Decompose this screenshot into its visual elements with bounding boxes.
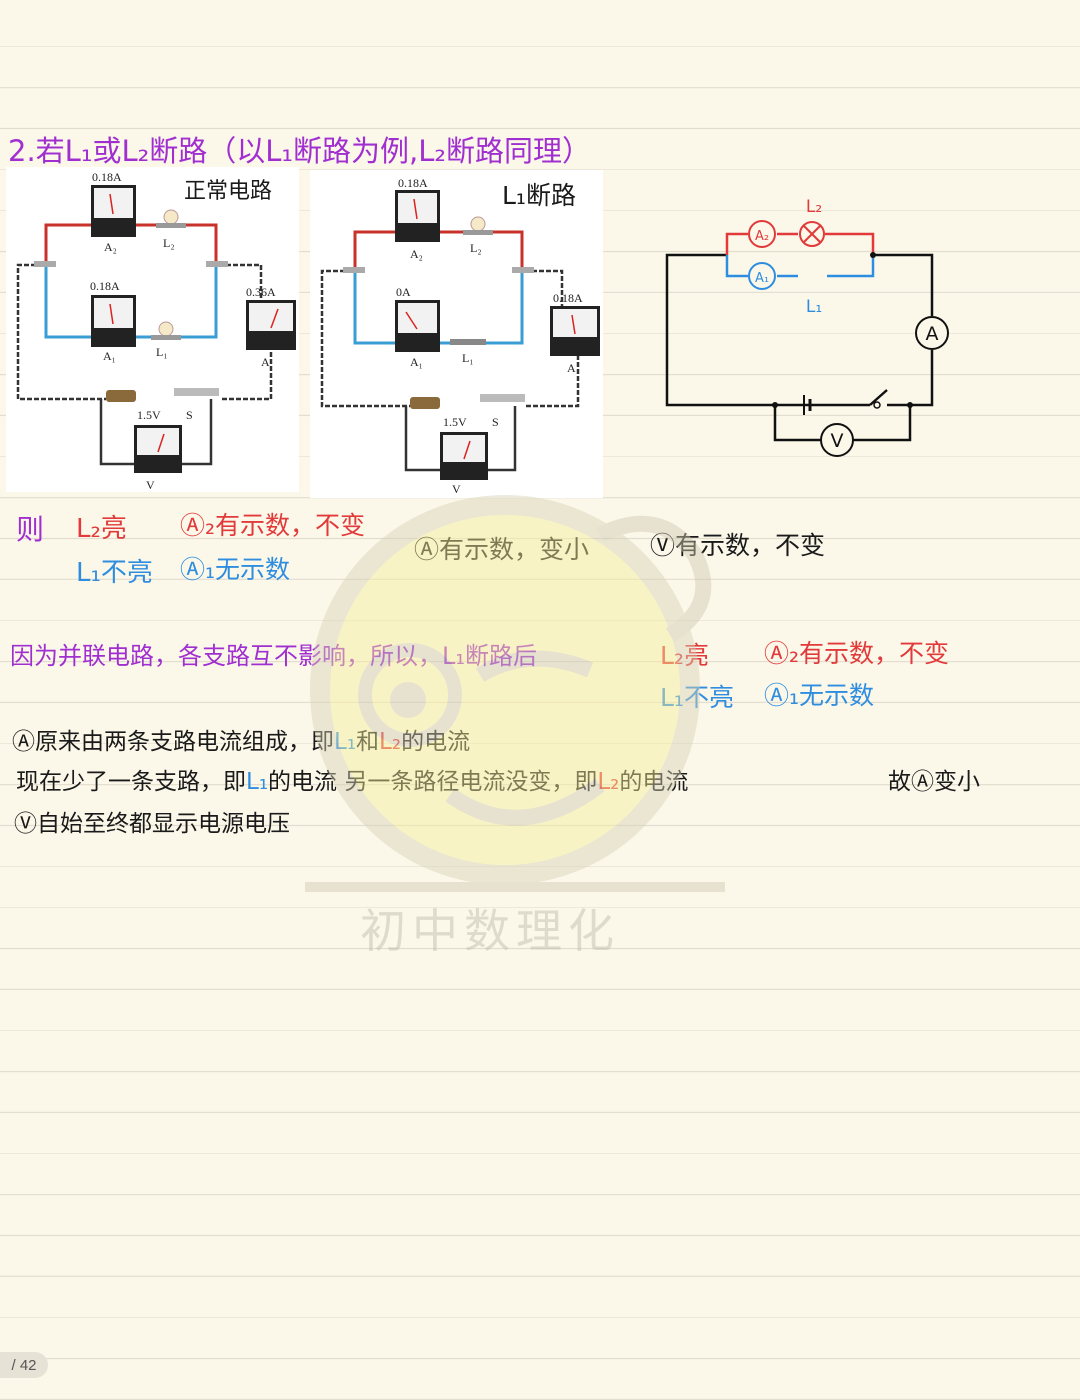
reason-text: 因为并联电路，各支路互不影响，所以，L₁断路后 — [10, 642, 537, 670]
voltmeter-v — [440, 432, 488, 480]
ammeter-a2 — [91, 185, 136, 237]
normal-circuit-title: 正常电路 — [184, 179, 273, 204]
page-counter: / 42 — [0, 1352, 48, 1378]
a-reading: 0.18A — [553, 291, 583, 305]
a-label: A — [567, 361, 576, 375]
ammeter-a2-label: A₂ — [755, 229, 769, 244]
explain-line-2-c: 的电流 — [619, 769, 688, 795]
explain-line-1: Ⓐ原来由两条支路电流组成，即L₁和L₂的电流 — [12, 722, 470, 756]
lamp-l1-label: L₁ — [806, 297, 822, 317]
explain-line-2: 现在少了一条支路，即L₁的电流 另一条路径电流没变，即L₂的电流 — [16, 762, 688, 796]
section-heading: 2.若L₁或L₂断路（以L₁断路为例,L₂断路同理） — [8, 134, 592, 168]
battery-icon — [106, 390, 136, 402]
s-label: S — [492, 415, 499, 429]
ammeter-a-symbol — [915, 316, 949, 350]
ammeter-a1 — [395, 300, 440, 352]
lamp-l2-label: L₂ — [806, 197, 822, 217]
ammeter-a1-label: A₁ — [755, 271, 769, 286]
v-label: V — [452, 482, 461, 496]
explain-line-2-conclusion: 故Ⓐ变小 — [888, 769, 980, 795]
bulb-l2-icon — [163, 209, 179, 225]
a2-label: A₂ — [410, 247, 423, 261]
ammeter-a2 — [395, 190, 440, 242]
result-l1-dark: L₁不亮 — [76, 558, 153, 588]
ammeter-a — [550, 306, 600, 356]
result-a2-reads: Ⓐ₂有示数，不变 — [180, 511, 366, 540]
a1-label: A₁ — [103, 349, 116, 363]
battery-icon — [410, 397, 440, 409]
switch-icon — [174, 388, 219, 396]
l1-open-circuit-diagram: 0.18A A₂ L₂ 0A A₁ L₁ 0.18A A 1.5V S V — [320, 176, 600, 496]
bulb-l1-icon — [158, 321, 174, 337]
a-reading: 0.36A — [246, 285, 276, 299]
explain-line-1-and: 和 — [356, 729, 379, 755]
result-a-smaller: Ⓐ有示数，变小 — [414, 530, 589, 566]
result-v-same: Ⓥ有示数，不变 — [650, 531, 826, 560]
explain-line-2-l2: L₂ — [597, 769, 619, 795]
result-ze: 则 — [16, 513, 45, 546]
v-label: V — [146, 478, 155, 492]
l2-label: L₂ — [470, 241, 482, 255]
a-label: A — [261, 355, 270, 369]
l1-label: L₁ — [156, 345, 168, 359]
explain-line-2-a: 现在少了一条支路，即 — [16, 769, 246, 795]
s-label: S — [186, 408, 193, 422]
a2-reading: 0.18A — [92, 170, 122, 184]
v-reading: 1.5V — [443, 415, 467, 429]
a1-label: A₁ — [410, 355, 423, 369]
ammeter-a2-symbol — [748, 220, 776, 248]
ammeter-a — [246, 300, 296, 350]
normal-circuit-diagram: 0.18A A₂ L₂ 0.18A A₁ L₁ 0.36A A 1.5V S V — [16, 170, 296, 492]
bulb-l1-socket-icon — [450, 339, 486, 345]
explain-line-1-end: 的电流 — [401, 729, 470, 755]
photo-l1-open-circuit: 0.18A A₂ L₂ 0A A₁ L₁ 0.18A A 1.5V S V L₁… — [310, 170, 603, 498]
watermark-logo: 初中数理化 — [300, 495, 740, 975]
photo-normal-circuit: 0.18A A₂ L₂ 0.18A A₁ L₁ 0.36A A 1.5V S V… — [6, 167, 299, 492]
a1-reading: 0.18A — [90, 279, 120, 293]
circuit-schematic: V A A₂ L₂ A₁ L₁ — [665, 197, 949, 457]
l1-label: L₁ — [462, 351, 474, 365]
voltmeter-v — [134, 425, 182, 473]
explain-line-1-l1: L₁ — [334, 729, 356, 755]
reason-l1-dark: L₁不亮 — [660, 678, 734, 714]
reason-a1-none: Ⓐ₁无示数 — [764, 681, 875, 710]
voltmeter-symbol — [820, 423, 854, 457]
switch-icon — [869, 389, 888, 406]
l1-open-title: L₁断路 — [502, 181, 576, 210]
a2-label: A₂ — [104, 240, 117, 254]
a2-reading: 0.18A — [398, 176, 428, 190]
reason-a2-reads: Ⓐ₂有示数，不变 — [764, 639, 950, 668]
reason-l2-bright: L₂亮 — [660, 636, 709, 672]
voltmeter-v-label: V — [831, 430, 844, 452]
explain-line-1-a: Ⓐ原来由两条支路电流组成，即 — [12, 729, 334, 755]
a1-reading: 0A — [396, 285, 411, 299]
v-reading: 1.5V — [137, 408, 161, 422]
result-l2-bright: L₂亮 — [76, 514, 127, 544]
explain-line-2-l1: L₁ — [246, 769, 269, 795]
ammeter-a1 — [91, 295, 136, 347]
switch-icon — [480, 394, 525, 402]
smiley-logo-icon — [305, 495, 725, 892]
ammeter-a-label: A — [926, 323, 939, 345]
bulb-l2-icon — [470, 216, 486, 232]
result-a1-none: Ⓐ₁无示数 — [180, 555, 291, 584]
l2-label: L₂ — [163, 236, 175, 250]
ammeter-a1-symbol — [748, 262, 776, 290]
explain-line-3: Ⓥ自始至终都显示电源电压 — [14, 811, 290, 837]
explain-line-1-l2: L₂ — [379, 729, 401, 755]
explain-line-2-b: 的电流 另一条路径电流没变，即 — [268, 769, 597, 795]
watermark-text: 初中数理化 — [360, 904, 620, 958]
